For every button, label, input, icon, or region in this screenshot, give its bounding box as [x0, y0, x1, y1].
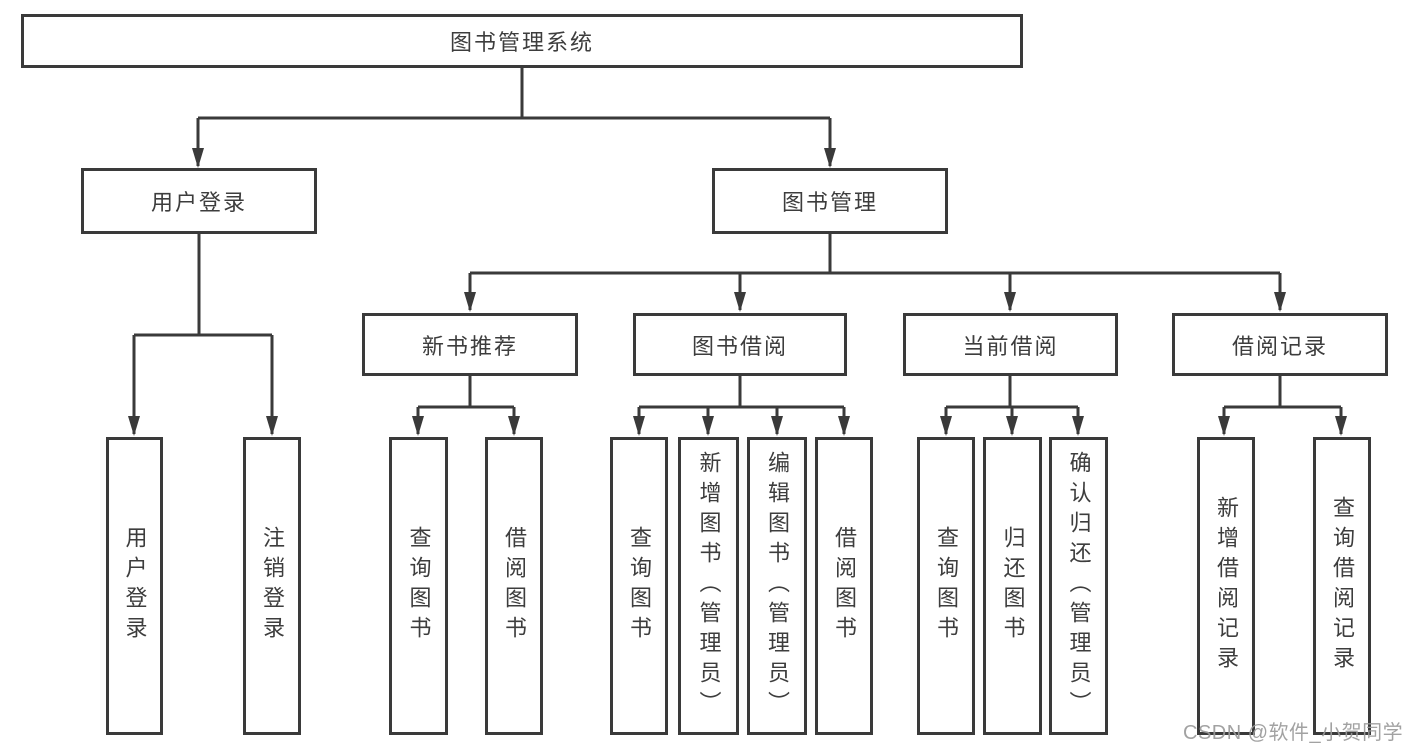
leaf-user-login: 用户登录 [106, 437, 163, 735]
leaf-label: 编辑图书（管理员） [765, 451, 790, 721]
node-label: 图书借阅 [691, 333, 788, 359]
leaf-confirm-return-admin: 确认归还（管理员） [1049, 437, 1108, 735]
leaf-label: 新增图书（管理员） [696, 451, 722, 721]
leaf-label: 借阅图书 [502, 526, 527, 646]
leaf-add-book-admin: 新增图书（管理员） [678, 437, 739, 735]
leaf-edit-book-admin: 编辑图书（管理员） [747, 437, 807, 735]
leaf-label: 查询图书 [934, 526, 959, 646]
node-label: 新书推荐 [421, 333, 518, 359]
node-label: 图书管理 [781, 190, 878, 215]
leaf-label: 查询图书 [627, 526, 652, 646]
node-borrowing-records: 借阅记录 [1172, 313, 1388, 376]
leaf-query-books-current: 查询图书 [917, 437, 975, 735]
node-user-login: 用户登录 [81, 168, 317, 234]
csdn-watermark: CSDN @软件_小贺同学 [1183, 722, 1404, 744]
node-book-management: 图书管理 [712, 168, 948, 234]
leaf-label: 借阅图书 [832, 526, 857, 646]
leaf-borrow-books-recommend: 借阅图书 [485, 437, 543, 735]
root-node-label: 图书管理系统 [449, 30, 594, 55]
leaf-label: 确认归还（管理员） [1066, 451, 1092, 721]
leaf-query-borrow-record: 查询借阅记录 [1313, 437, 1371, 735]
leaf-label: 查询借阅记录 [1330, 496, 1355, 676]
node-label: 用户登录 [150, 190, 247, 215]
root-node-system: 图书管理系统 [21, 14, 1023, 68]
leaf-borrow-books-borrowing: 借阅图书 [815, 437, 873, 735]
leaf-label: 查询图书 [406, 526, 432, 646]
leaf-query-books-borrowing: 查询图书 [610, 437, 668, 735]
leaf-logout: 注销登录 [243, 437, 301, 735]
leaf-query-books-recommend: 查询图书 [389, 437, 448, 735]
leaf-add-borrow-record: 新增借阅记录 [1197, 437, 1255, 735]
leaf-return-books: 归还图书 [983, 437, 1042, 735]
node-new-book-recommend: 新书推荐 [362, 313, 578, 376]
node-current-borrowing: 当前借阅 [903, 313, 1118, 376]
leaf-label: 注销登录 [260, 526, 285, 646]
node-label: 借阅记录 [1231, 333, 1328, 359]
leaf-label: 归还图书 [1000, 526, 1026, 646]
node-label: 当前借阅 [962, 333, 1059, 359]
node-book-borrowing: 图书借阅 [633, 313, 847, 376]
leaf-label: 用户登录 [122, 526, 148, 646]
leaf-label: 新增借阅记录 [1214, 496, 1239, 676]
